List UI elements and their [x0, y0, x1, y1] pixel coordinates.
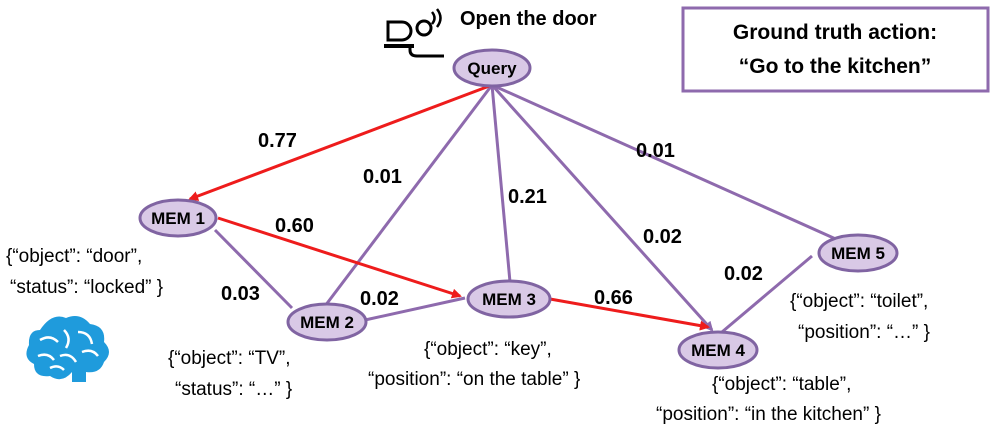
edge-query-mem3: [490, 84, 512, 283]
mem2-line2: “status”: “…” }: [175, 379, 292, 400]
memory-content-mem4: {“object”: “table”, “position”: “in the …: [656, 374, 881, 425]
node-mem3: MEM 3: [466, 279, 552, 319]
brain-icon: [26, 316, 110, 382]
weight-query-mem3: 0.21: [508, 186, 547, 208]
mem3-line2: “position”: “on the table” }: [368, 369, 580, 390]
edge-query-mem2: [320, 84, 494, 311]
query-text: Open the door: [460, 8, 597, 30]
mem5-line2: “position”: “…” }: [798, 322, 930, 343]
speaking-person-icon: [384, 8, 444, 58]
edge-query-mem4: [490, 83, 714, 332]
memory-content-mem5: {“object”: “toilet”, “position”: “…” }: [790, 291, 930, 343]
weight-query-mem2: 0.01: [363, 166, 402, 188]
weight-query-mem4: 0.02: [643, 226, 682, 248]
edge-mem3-mem4: [549, 297, 710, 331]
mem1-line1: {“object”: “door”,: [6, 246, 142, 267]
node-mem4: MEM 4: [677, 330, 759, 370]
weight-query-mem1: 0.77: [258, 130, 297, 152]
ground-truth-line2: “Go to the kitchen”: [739, 55, 932, 78]
memory-content-mem3: {“object”: “key”, “position”: “on the ta…: [368, 339, 580, 390]
mem1-line2: “status”: “locked” }: [10, 277, 163, 298]
edge-mem1-mem2: [213, 228, 294, 310]
mem4-line2: “position”: “in the kitchen” }: [656, 404, 881, 425]
node-mem3-label: MEM 3: [482, 290, 536, 309]
node-query: Query: [452, 48, 532, 88]
node-mem1-label: MEM 1: [151, 209, 205, 228]
node-mem5-label: MEM 5: [831, 244, 885, 263]
edge-mem4-mem5: [721, 254, 813, 334]
edge-query-mem1: [188, 83, 493, 201]
node-mem4-label: MEM 4: [691, 341, 745, 360]
node-mem2: MEM 2: [286, 302, 368, 342]
memory-content-mem1: {“object”: “door”, “status”: “locked” }: [6, 246, 163, 298]
weight-mem3-mem4: 0.66: [594, 287, 633, 309]
mem2-line1: {“object”: “TV”,: [168, 348, 290, 369]
ground-truth-line1: Ground truth action:: [733, 21, 937, 44]
ground-truth-box: Ground truth action: “Go to the kitchen”: [681, 6, 990, 93]
edge-query-mem5: [491, 83, 839, 242]
mem5-line1: {“object”: “toilet”,: [790, 291, 928, 312]
node-mem2-label: MEM 2: [300, 313, 354, 332]
node-mem1: MEM 1: [138, 198, 218, 238]
edge-mem2-mem3: [364, 296, 466, 322]
node-mem5: MEM 5: [817, 233, 899, 273]
memory-content-mem2: {“object”: “TV”, “status”: “…” }: [168, 348, 292, 400]
mem4-line1: {“object”: “table”,: [712, 374, 851, 395]
weight-mem4-mem5: 0.02: [724, 263, 763, 285]
weight-mem2-mem3: 0.02: [360, 288, 399, 310]
node-query-label: Query: [467, 59, 517, 78]
weight-mem1-mem3: 0.60: [275, 215, 314, 237]
weight-mem1-mem2: 0.03: [221, 283, 260, 305]
mem3-line1: {“object”: “key”,: [424, 339, 552, 360]
weight-query-mem5: 0.01: [636, 140, 675, 162]
edge-mem1-mem3: [217, 216, 462, 299]
